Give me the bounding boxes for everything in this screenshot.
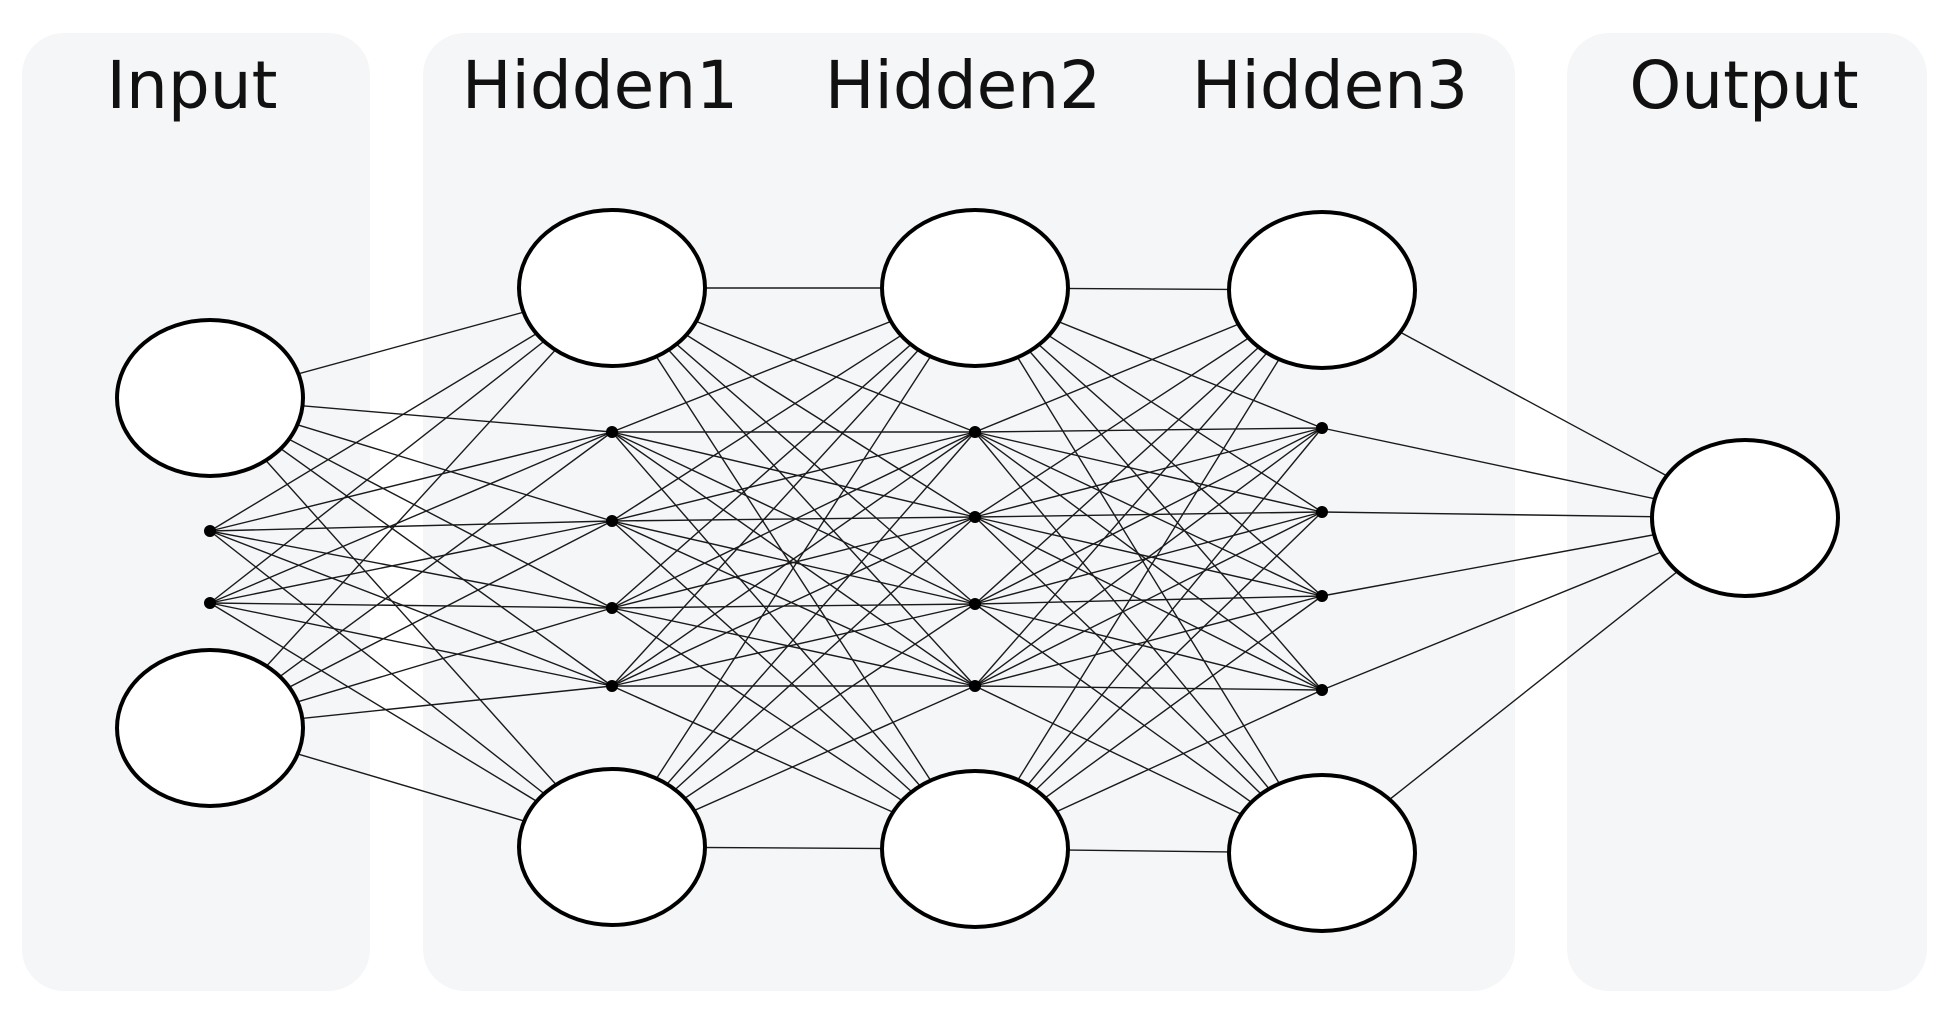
layer-label-hidden3: Hidden3 (1192, 47, 1468, 124)
edge-hidden2-4-to-hidden3-3 (974, 595, 1323, 687)
ellipsis-dot-hidden3-3 (1316, 590, 1328, 602)
edge-input-2-to-hidden1-3 (209, 602, 613, 609)
edge-hidden2-4-to-hidden3-4 (974, 685, 1323, 691)
ellipsis-dot-hidden3-1 (1316, 422, 1328, 434)
neuron-input-3 (115, 648, 305, 808)
neuron-hidden2-5 (880, 769, 1070, 929)
edge-hidden1-3-to-hidden2-2 (611, 516, 976, 609)
edge-hidden1-4-to-hidden2-1 (611, 431, 976, 687)
neuron-hidden2-0 (880, 208, 1070, 368)
edge-input-0-to-hidden1-5 (209, 397, 613, 848)
ellipsis-dot-hidden2-1 (969, 426, 981, 438)
edge-input-2-to-hidden1-1 (209, 431, 613, 604)
edge-hidden1-3-to-hidden2-3 (611, 603, 976, 609)
input-panel (22, 33, 370, 991)
ellipsis-dot-hidden1-1 (606, 426, 618, 438)
edge-hidden1-1-to-hidden2-2 (611, 431, 976, 518)
edge-hidden1-1-to-hidden2-3 (611, 431, 976, 605)
ellipsis-dot-input-1 (204, 525, 216, 537)
ellipsis-dot-input-2 (204, 597, 216, 609)
edge-input-3-to-hidden1-0 (209, 287, 613, 729)
edge-input-1-to-hidden1-1 (209, 431, 613, 532)
ellipsis-dot-hidden1-4 (606, 680, 618, 692)
edge-hidden2-1-to-hidden3-4 (974, 431, 1323, 691)
edge-hidden2-1-to-hidden3-1 (974, 427, 1323, 433)
ellipsis-dot-hidden1-2 (606, 515, 618, 527)
layer-label-hidden1: Hidden1 (462, 47, 738, 124)
edge-hidden1-5-to-hidden2-0 (611, 287, 976, 848)
ellipsis-dot-hidden2-4 (969, 680, 981, 692)
ellipsis-dot-hidden2-2 (969, 511, 981, 523)
ellipsis-dot-hidden1-3 (606, 602, 618, 614)
ellipsis-dot-hidden3-2 (1316, 506, 1328, 518)
edge-hidden1-4-to-hidden2-2 (611, 516, 976, 687)
edge-hidden2-4-to-hidden3-0 (974, 289, 1323, 687)
edge-hidden1-3-to-hidden2-4 (611, 607, 976, 687)
edge-input-2-to-hidden1-2 (209, 520, 613, 604)
neurons (115, 208, 1840, 933)
neuron-output-0 (1650, 438, 1840, 598)
edge-hidden2-4-to-hidden3-1 (974, 427, 1323, 687)
ellipsis-dot-hidden3-4 (1316, 684, 1328, 696)
edge-hidden2-2-to-hidden3-4 (974, 516, 1323, 691)
neuron-hidden3-0 (1227, 210, 1417, 370)
layer-label-output: Output (1629, 47, 1858, 124)
layer-label-hidden2: Hidden2 (825, 47, 1101, 124)
edge-hidden1-2-to-hidden2-4 (611, 520, 976, 687)
edge-hidden2-2-to-hidden3-1 (974, 427, 1323, 518)
edge-hidden1-3-to-hidden2-1 (611, 431, 976, 609)
edge-input-1-to-hidden1-2 (209, 520, 613, 532)
neuron-hidden3-5 (1227, 773, 1417, 933)
edge-hidden2-2-to-hidden3-2 (974, 511, 1323, 518)
edge-hidden2-3-to-hidden3-1 (974, 427, 1323, 605)
edge-hidden2-3-to-hidden3-3 (974, 595, 1323, 605)
layer-labels: Input Hidden1 Hidden2 Hidden3 Output (107, 47, 1859, 124)
edge-input-1-to-hidden1-3 (209, 530, 613, 609)
edge-hidden1-4-to-hidden2-3 (611, 603, 976, 687)
edge-hidden2-4-to-hidden3-2 (974, 511, 1323, 687)
edge-hidden2-3-to-hidden3-4 (974, 603, 1323, 691)
edge-hidden1-5-to-hidden2-1 (611, 431, 976, 848)
edge-hidden2-5-to-hidden3-0 (974, 289, 1323, 850)
layer-label-input: Input (107, 47, 278, 124)
edge-hidden1-2-to-hidden2-1 (611, 431, 976, 522)
edge-hidden1-2-to-hidden2-2 (611, 516, 976, 522)
edge-hidden2-3-to-hidden3-2 (974, 511, 1323, 605)
edge-hidden2-5-to-hidden3-1 (974, 427, 1323, 850)
edge-input-1-to-hidden1-4 (209, 530, 613, 687)
neuron-input-0 (115, 318, 305, 478)
edge-hidden3-5-to-output-0 (1321, 517, 1746, 854)
edge-input-2-to-hidden1-4 (209, 602, 613, 687)
ellipsis-dot-hidden2-3 (969, 598, 981, 610)
neuron-hidden1-5 (517, 767, 707, 927)
neuron-hidden1-0 (517, 208, 707, 368)
edge-hidden1-4-to-hidden2-0 (611, 287, 976, 687)
